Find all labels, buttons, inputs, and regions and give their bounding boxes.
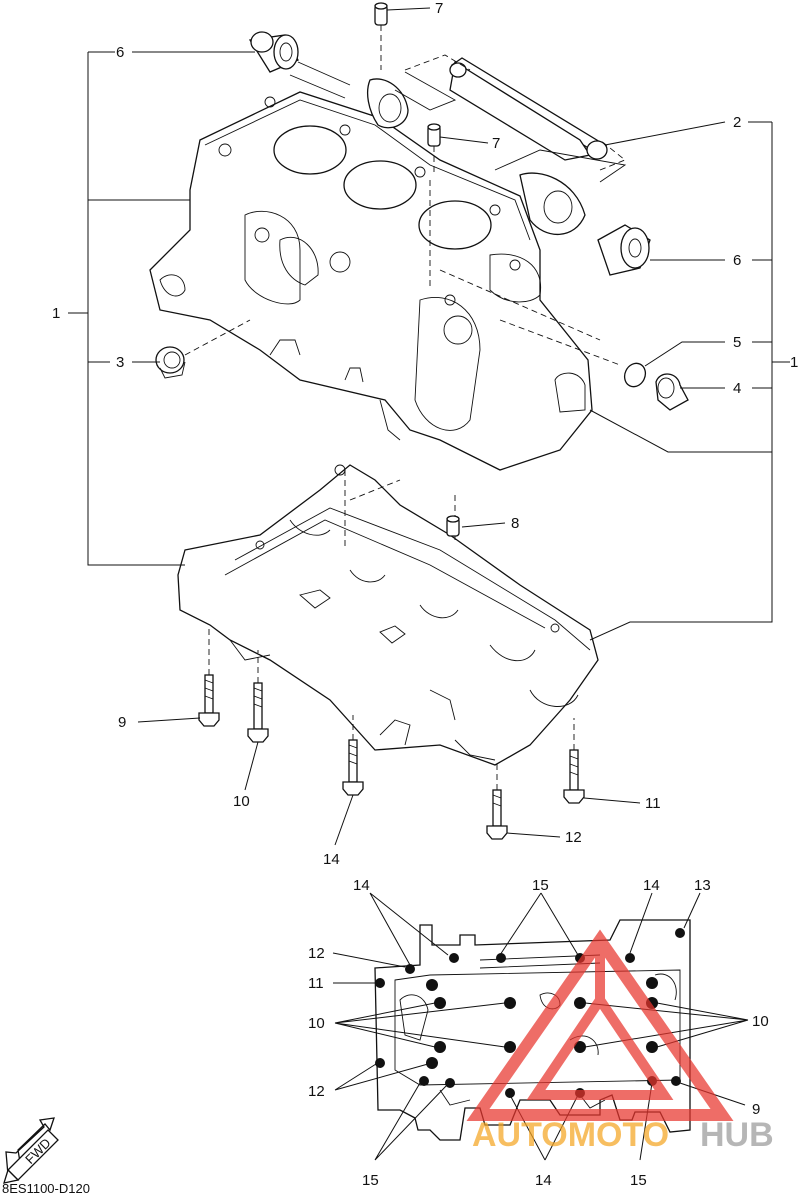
callout-11: 11: [645, 795, 661, 812]
map-label-14-right: 14: [643, 877, 660, 894]
part-7-dowels: [374, 2, 441, 175]
map-label-15-top: 15: [532, 877, 549, 894]
part-6-bushing-top: [248, 31, 409, 129]
watermark-text-a: AUTOMOTO: [472, 1116, 669, 1154]
diagram-code: 8ES1100-D120: [2, 1181, 90, 1196]
map-label-12-top: 12: [308, 945, 325, 962]
part-5-oring: [623, 362, 647, 388]
part-3-plug: [155, 319, 251, 379]
part-8-dowel: [446, 515, 460, 537]
callout-1-right: 1: [790, 354, 798, 371]
callout-9: 9: [118, 714, 126, 731]
bolts: [198, 625, 585, 840]
part-6-bushing-right: [519, 172, 651, 276]
callout-5: 5: [733, 334, 741, 351]
callout-8: 8: [511, 515, 519, 532]
callout-10: 10: [233, 793, 250, 810]
callout-6-right: 6: [733, 252, 741, 269]
watermark-text-b: HUB: [700, 1116, 774, 1154]
map-label-11: 11: [308, 975, 324, 992]
map-label-15-left: 15: [362, 1172, 379, 1189]
fwd-arrow-icon: FWD: [3, 1117, 59, 1184]
map-label-13: 13: [694, 877, 711, 894]
map-label-10-right: 10: [752, 1013, 769, 1030]
callout-7-top: 7: [435, 0, 443, 17]
upper-crankcase: [149, 91, 621, 471]
map-label-15-right: 15: [630, 1172, 647, 1189]
callout-7-mid: 7: [492, 135, 500, 152]
callout-6-top: 6: [116, 44, 124, 61]
map-label-10-left: 10: [308, 1015, 325, 1032]
watermark-logo: AUTOMOTO HUB: [466, 929, 774, 1154]
part-4-plug: [655, 373, 689, 411]
map-label-14-left: 14: [353, 877, 370, 894]
map-label-9: 9: [752, 1101, 760, 1118]
callout-12: 12: [565, 829, 582, 846]
callout-1-left: 1: [52, 305, 60, 322]
callout-4: 4: [733, 380, 741, 397]
callout-2: 2: [733, 114, 741, 131]
map-label-14-bottom: 14: [535, 1172, 552, 1189]
map-label-12-bottom: 12: [308, 1083, 325, 1100]
lower-crankcase: [177, 464, 599, 766]
callout-14: 14: [323, 851, 340, 868]
callout-3: 3: [116, 354, 124, 371]
leader-lines: [68, 7, 790, 846]
